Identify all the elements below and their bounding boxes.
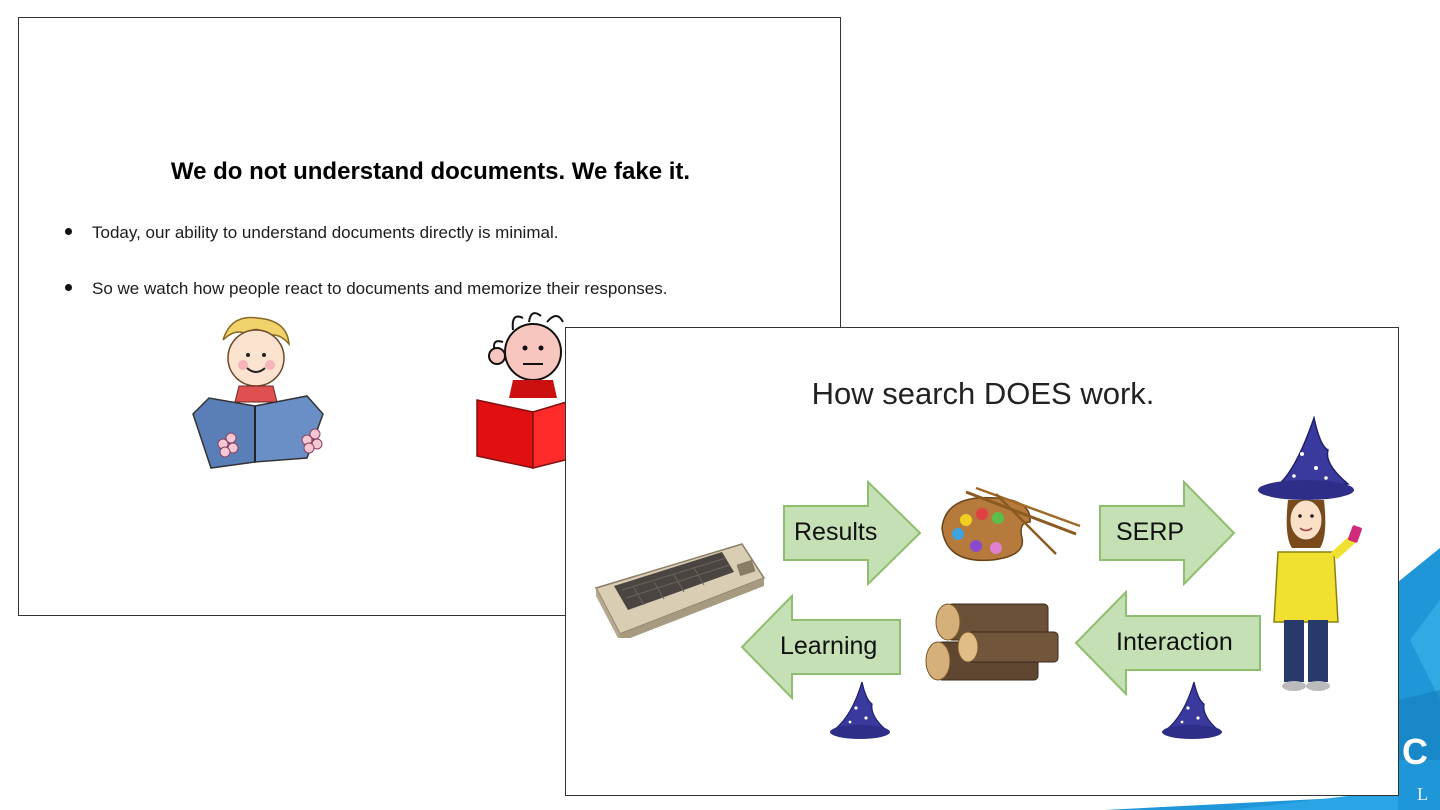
bullet-dot [65,284,72,291]
wizard-hat-icon [1158,680,1226,742]
results-label: Results [794,518,877,547]
slide-search: How search DOES work. Results [565,327,1399,796]
wizard-hat-icon [826,680,894,742]
paint-palette-illustration [936,484,1086,566]
serp-label: SERP [1116,518,1184,547]
logo-letter-l: L [1417,784,1428,805]
bullet-item: Today, our ability to understand documen… [65,223,558,243]
bullet-item: So we watch how people react to document… [65,279,667,299]
happy-reader-illustration [171,310,331,470]
bullet-text: Today, our ability to understand documen… [92,223,558,242]
serp-arrow: SERP [1098,480,1236,586]
bullet-dot [65,228,72,235]
wizard-user-illustration [1254,416,1366,694]
bullet-text: So we watch how people react to document… [92,279,667,298]
logo-letter-c: C [1402,731,1428,773]
slide2-title: How search DOES work. [566,376,1399,412]
learning-label: Learning [780,632,877,661]
logs-illustration [918,596,1064,688]
results-arrow: Results [782,480,922,586]
interaction-label: Interaction [1116,628,1233,657]
slide1-title: We do not understand documents. We fake … [19,158,841,186]
